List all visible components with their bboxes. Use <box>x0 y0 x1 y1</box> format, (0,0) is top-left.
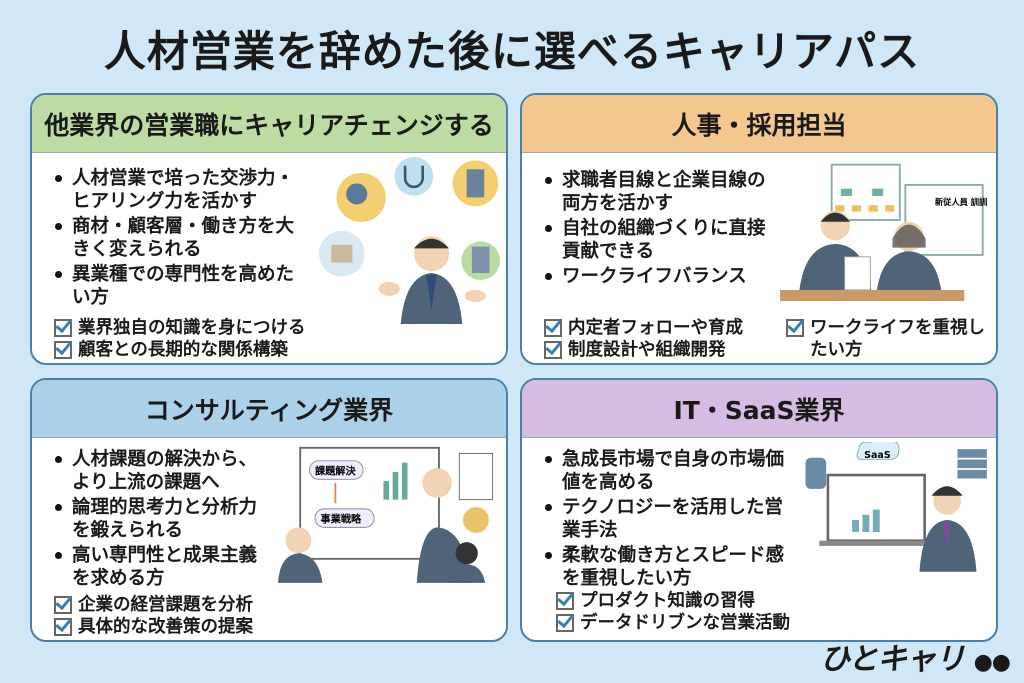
card-it-saas: IT・SaaS業界 急成長市場で自身の市場価値を高める テクノロジーを活用した営… <box>520 378 998 642</box>
board-text: 新従人員 訓訓 <box>935 197 987 207</box>
card-sales-career-change: 他業界の営業職にキャリアチェンジする 人材営業で培った交渉力・ヒアリング力を活か… <box>30 93 508 365</box>
check-item: 制度設計や組織開発 <box>544 339 774 361</box>
bullet: 高い専門性と成果主義を求める方 <box>52 544 264 590</box>
bullet: 柔軟な働き方とスピード感を重視したい方 <box>542 544 790 590</box>
hitokyari-logo: ひとキャリ ●● <box>820 642 1011 677</box>
bullet: 人材課題の解決から、より上流の課題へ <box>52 448 264 494</box>
card-header: コンサルティング業界 <box>32 380 506 438</box>
bullet: ワークライフバランス <box>542 265 771 288</box>
checkbox-icon <box>544 319 562 337</box>
checkbox-icon <box>54 596 72 614</box>
checkbox-icon <box>54 319 72 337</box>
checkbox-icon <box>786 319 804 337</box>
whiteboard-label: 課題解決 <box>315 465 356 478</box>
check-item: 具体的な改善策の提案 <box>54 616 253 638</box>
saas-cloud-label: SaaS <box>864 450 891 461</box>
consulting-presentation-illustration: 課題解決 事業戦略 <box>278 446 494 583</box>
bullet: 自社の組織づくりに直接貢献できる <box>542 217 771 263</box>
salesperson-industries-illustration <box>318 157 501 324</box>
card-header: IT・SaaS業界 <box>522 380 996 438</box>
check-item: 企業の経営課題を分析 <box>54 594 253 616</box>
people-icon: ●● <box>973 650 1011 675</box>
check-item: プロダクト知識の習得 <box>556 590 790 612</box>
hr-interview-illustration: 新従人員 訓訓 <box>780 163 987 301</box>
card-hr-recruiting: 人事・採用担当 求職者目線と企業目線の両方を活かす 自社の組織づくりに直接貢献で… <box>520 93 998 365</box>
checkbox-icon <box>556 614 574 632</box>
checkbox-icon <box>544 341 562 359</box>
saas-laptop-illustration: SaaS <box>805 442 987 572</box>
check-item: 顧客との長期的な関係構築 <box>54 339 306 361</box>
check-item: 内定者フォローや育成 <box>544 317 774 339</box>
bullet: 求職者目線と企業目線の両方を活かす <box>542 169 771 215</box>
page-title: 人材営業を辞めた後に選べるキャリアパス <box>103 27 921 76</box>
card-header: 人事・採用担当 <box>522 95 996 153</box>
bullet: テクノロジーを活用した営業手法 <box>542 496 790 542</box>
check-item: ワークライフを重視したい方 <box>786 317 991 361</box>
bullet: 異業種での専門性を高めたい方 <box>52 263 300 309</box>
whiteboard-label: 事業戦略 <box>321 513 362 526</box>
card-consulting: コンサルティング業界 人材課題の解決から、より上流の課題へ 論理的思考力と分析力… <box>30 378 508 642</box>
bullet: 急成長市場で自身の市場価値を高める <box>542 448 790 494</box>
bullet: 人材営業で培った交渉力・ヒアリング力を活かす <box>52 167 300 213</box>
checkbox-icon <box>54 341 72 359</box>
check-item: 業界独自の知識を身につける <box>54 317 306 339</box>
checkbox-icon <box>556 592 574 610</box>
bullet: 論理的思考力と分析力を鍛えられる <box>52 496 264 542</box>
checkbox-icon <box>54 618 72 636</box>
check-item: データドリブンな営業活動 <box>556 612 790 634</box>
bullet: 商材・顧客層・働き方を大きく変えられる <box>52 215 300 261</box>
card-header: 他業界の営業職にキャリアチェンジする <box>32 95 506 153</box>
